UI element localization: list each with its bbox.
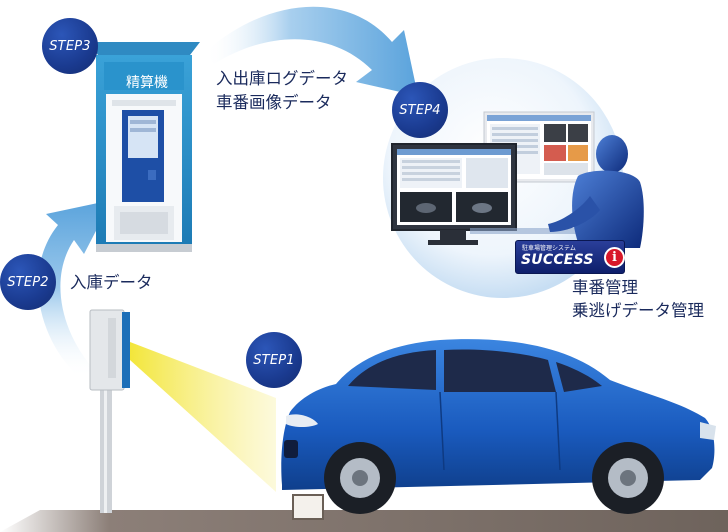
car — [281, 339, 716, 514]
step1-badge: STEP1 — [246, 332, 302, 388]
step4-label-line2: 車番画像データ — [216, 92, 332, 114]
plate-sensor — [90, 310, 130, 513]
payment-machine-label: 精算機 — [107, 72, 187, 92]
loop-coil-box — [293, 495, 323, 519]
info-icon: i — [604, 247, 625, 268]
step3-badge: STEP3 — [42, 18, 98, 74]
step2-badge: STEP2 — [0, 254, 56, 310]
brand-name: SUCCESS — [521, 252, 594, 268]
system-label-line2: 乗逃げデータ管理 — [572, 300, 704, 322]
step4-label-line1: 入出庫ログデータ — [216, 68, 348, 90]
brand-subtitle: 駐車場管理システム — [522, 243, 576, 252]
step2-label: 入庫データ — [70, 272, 153, 294]
system-label-line1: 車番管理 — [572, 277, 638, 299]
success-brand-badge: 駐車場管理システム SUCCESS i — [515, 240, 625, 274]
step4-badge: STEP4 — [392, 82, 448, 138]
